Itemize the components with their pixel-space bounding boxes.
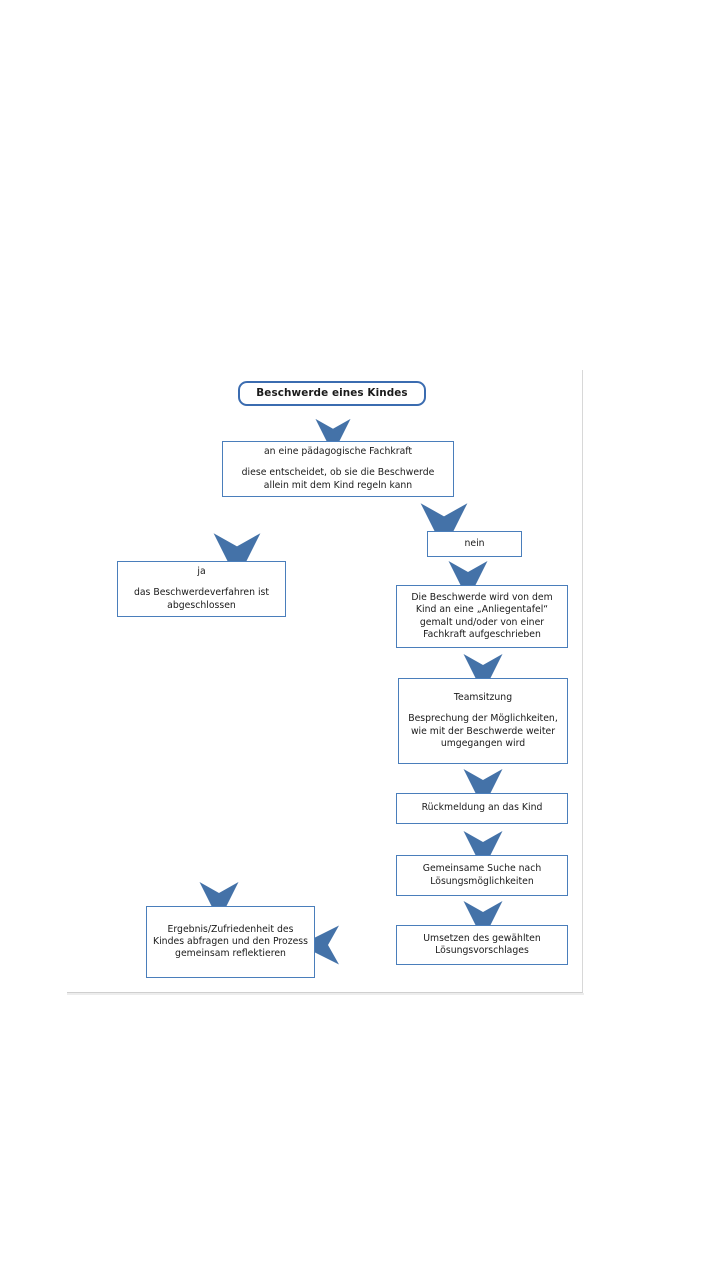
node-teamsitzung-line1: Teamsitzung	[453, 691, 513, 703]
node-suche-line1: Gemeinsame Suche nach Lösungsmöglichkeit…	[422, 863, 542, 887]
node-teamsitzung[interactable]: Teamsitzung Besprechung der Möglichkeite…	[398, 678, 568, 764]
node-umsetzen-line1: Umsetzen des gewählten Lösungsvorschlage…	[423, 932, 541, 956]
node-anliegentafel-line1: Die Beschwerde wird von dem Kind an eine…	[411, 591, 553, 640]
node-nein-line1: nein	[464, 537, 485, 549]
node-rueckmeldung-an-das-kind[interactable]: Rückmeldung an das Kind	[396, 793, 568, 824]
node-beschwerde-eines-kindes[interactable]: Beschwerde eines Kindes	[238, 381, 426, 406]
node-nein[interactable]: nein	[427, 531, 522, 557]
node-umsetzen-loesungsvorschlag[interactable]: Umsetzen des gewählten Lösungsvorschlage…	[396, 925, 568, 965]
node-anliegentafel[interactable]: Die Beschwerde wird von dem Kind an eine…	[396, 585, 568, 648]
node-ergebnis-line1: Ergebnis/Zufriedenheit des Kindes abfrag…	[153, 923, 308, 960]
node-ja-abgeschlossen[interactable]: ja das Beschwerdeverfahren ist abgeschlo…	[117, 561, 286, 617]
node-teamsitzung-line2: Besprechung der Möglichkeiten, wie mit d…	[408, 713, 558, 749]
node-fachkraft-line2: diese entscheidet, ob sie die Beschwerde…	[241, 467, 435, 491]
node-gemeinsame-suche[interactable]: Gemeinsame Suche nach Lösungsmöglichkeit…	[396, 855, 568, 896]
node-ja-line1: ja	[197, 566, 206, 578]
node-ja-line2: das Beschwerdeverfahren ist abgeschlosse…	[133, 587, 270, 611]
node-start-line1: Beschwerde eines Kindes	[256, 386, 408, 399]
node-ergebnis-reflektieren[interactable]: Ergebnis/Zufriedenheit des Kindes abfrag…	[146, 906, 315, 978]
node-paedagogische-fachkraft[interactable]: an eine pädagogische Fachkraft diese ent…	[222, 441, 454, 497]
node-fachkraft-line1: an eine pädagogische Fachkraft	[263, 446, 413, 458]
node-rueckmeldung-line1: Rückmeldung an das Kind	[421, 802, 543, 814]
